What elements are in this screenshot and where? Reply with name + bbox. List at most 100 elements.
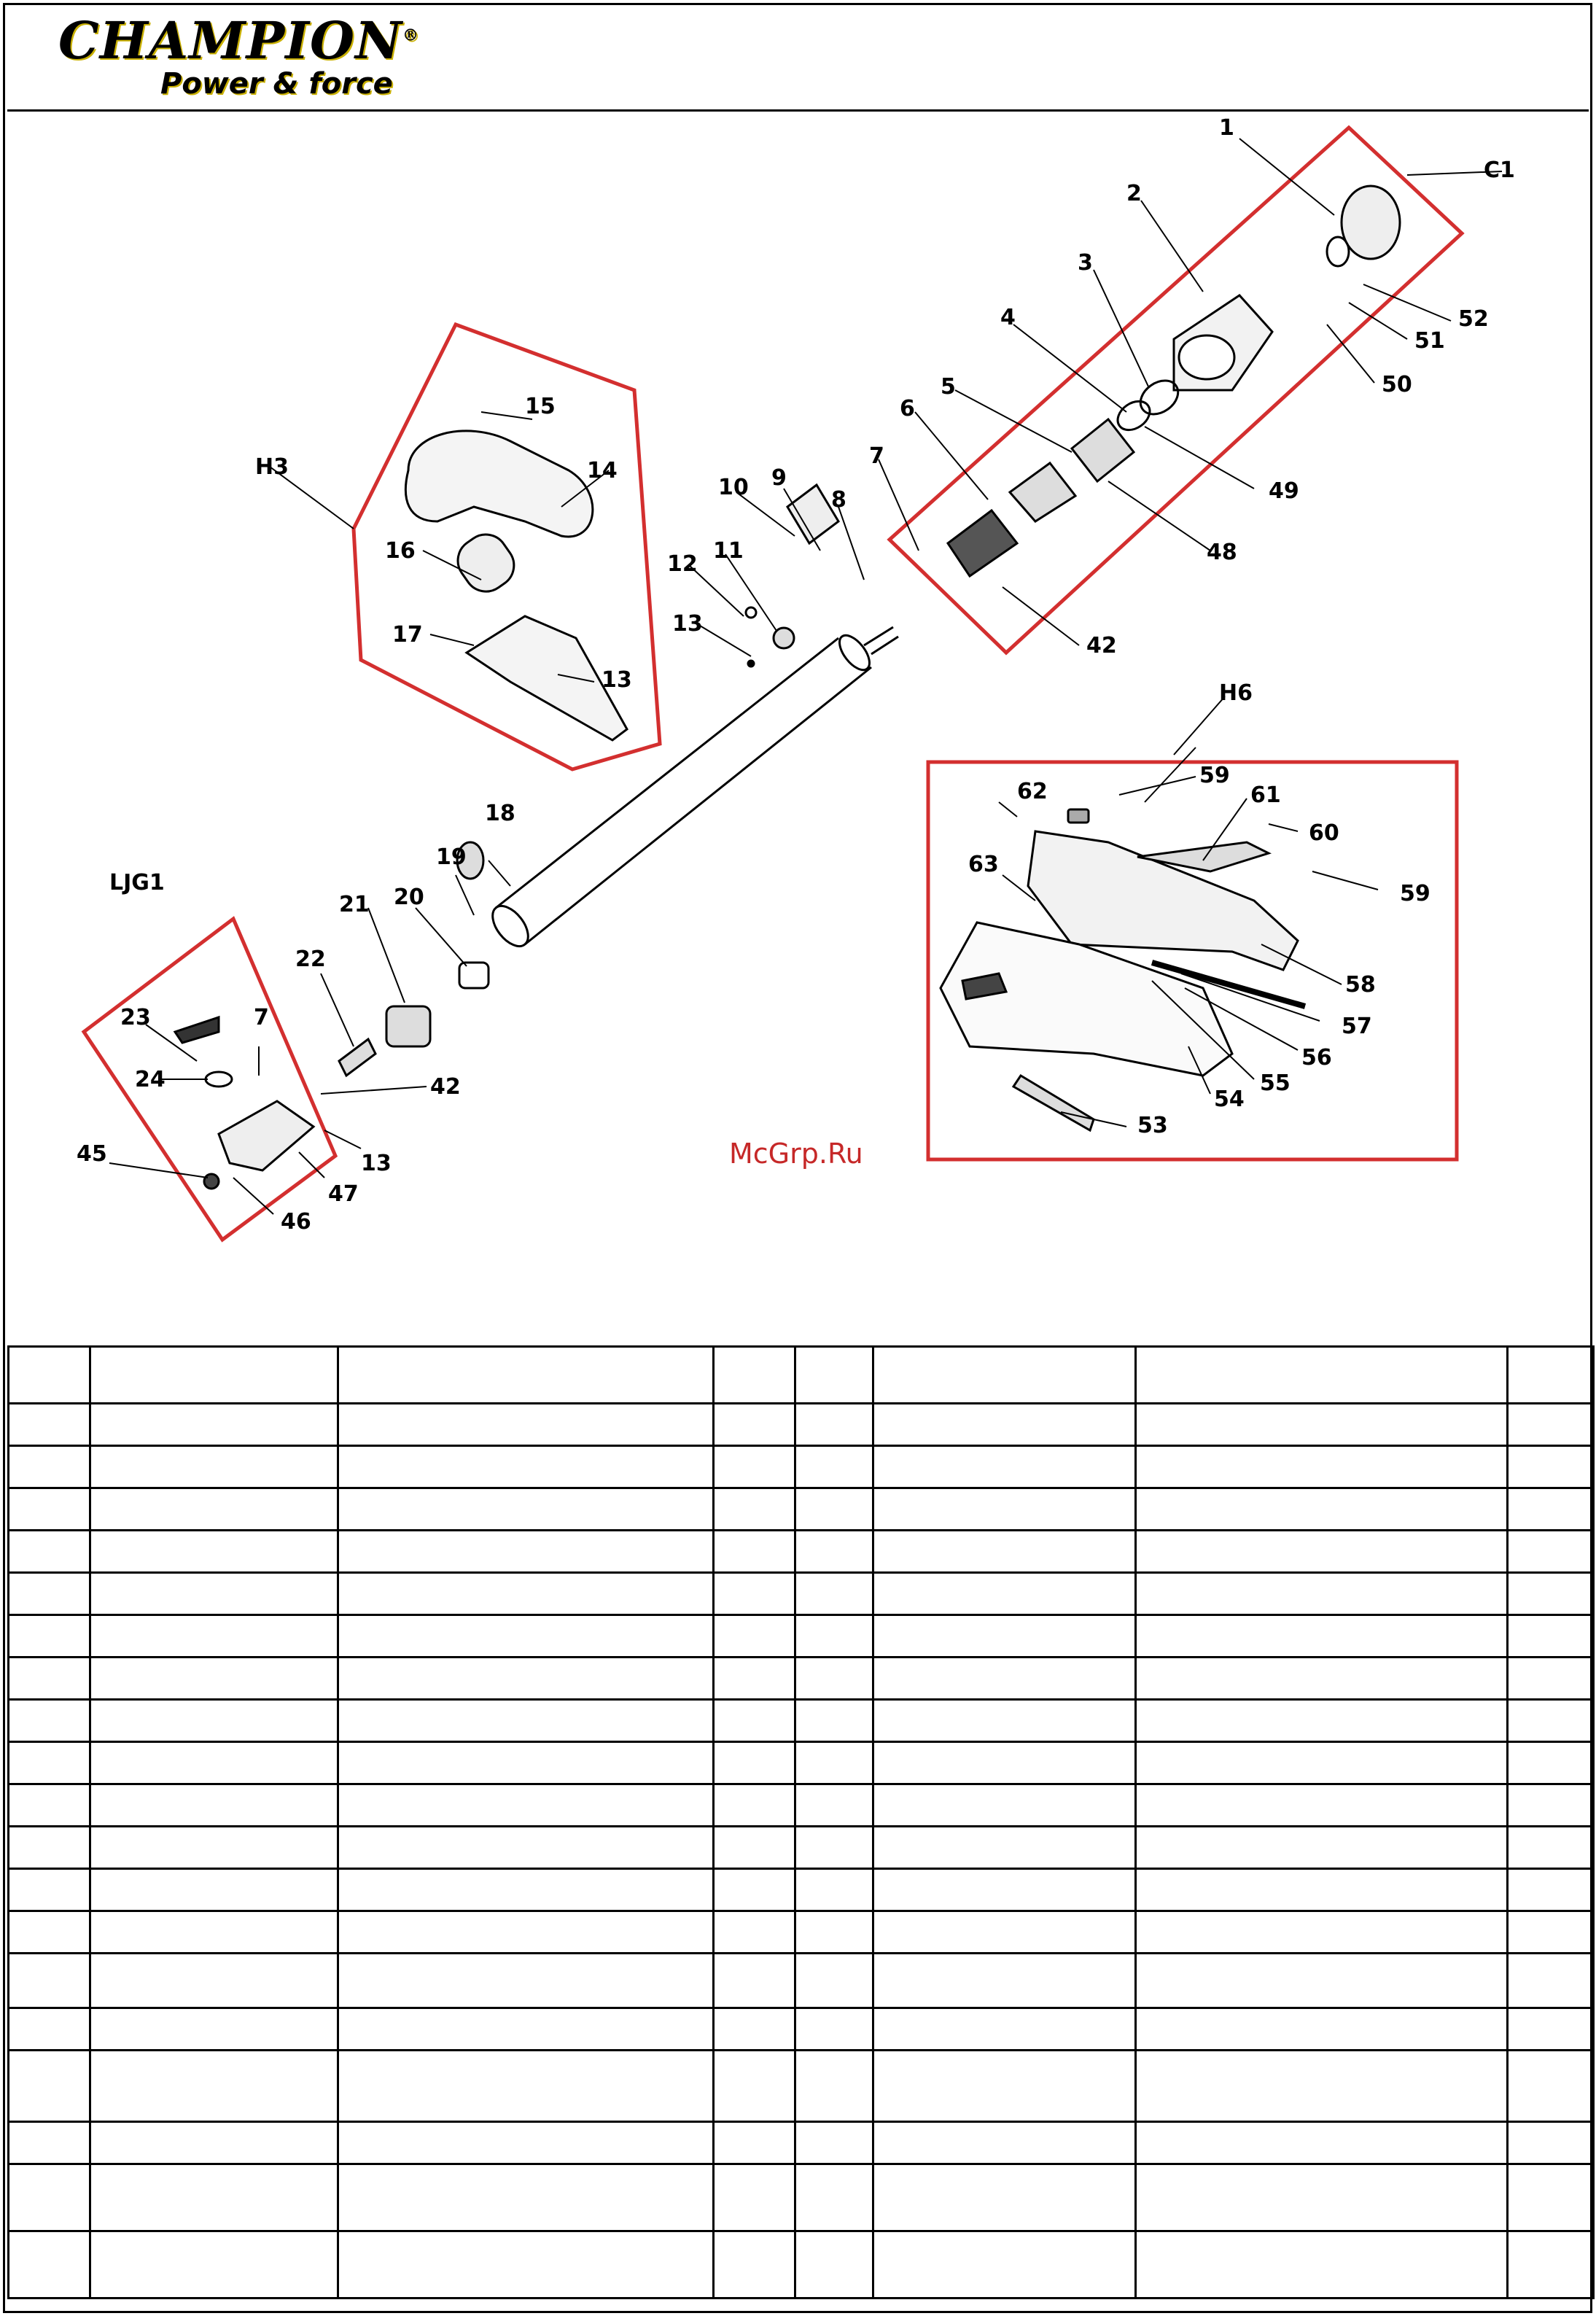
callout-42a: 42	[1086, 633, 1117, 658]
callout-ljg1: LJG1	[109, 870, 165, 895]
table-cell	[89, 1656, 339, 1701]
callout-11: 11	[713, 538, 744, 564]
table-cell	[1134, 1614, 1509, 1658]
table-cell	[1506, 1571, 1595, 1616]
table-cell	[712, 2163, 796, 2232]
table-cell	[89, 2007, 339, 2051]
callout-18: 18	[485, 801, 515, 826]
table-cell	[89, 1741, 339, 1785]
table-cell	[7, 1445, 91, 1489]
table-cell	[7, 1741, 91, 1785]
table-cell	[7, 1345, 91, 1404]
table-cell	[794, 1402, 874, 1447]
table-cell	[7, 2007, 91, 2051]
table-cell	[1506, 1741, 1595, 1785]
table-row	[7, 1783, 1595, 1827]
table-cell	[712, 1868, 796, 1912]
table-cell	[1506, 1529, 1595, 1574]
table-cell	[872, 1402, 1137, 1447]
table-cell	[7, 1529, 91, 1574]
table-row	[7, 1445, 1595, 1489]
clutch-housing	[1172, 294, 1274, 392]
table-cell	[7, 1698, 91, 1743]
table-cell	[794, 2007, 874, 2051]
callout-24: 24	[135, 1067, 166, 1092]
logo-tagline: Power & force	[160, 67, 393, 101]
callout-c1: C1	[1484, 158, 1515, 183]
table-row	[7, 2049, 1595, 2123]
table-cell	[872, 1741, 1137, 1785]
table-cell	[1134, 1487, 1509, 1531]
table-cell	[7, 1487, 91, 1531]
table-cell	[337, 1825, 715, 1870]
table-cell	[872, 1445, 1137, 1489]
table-cell	[1134, 1402, 1509, 1447]
callout-8: 8	[831, 487, 846, 513]
table-cell	[712, 1910, 796, 1954]
table-cell	[337, 1487, 715, 1531]
clutch-drum	[1326, 184, 1401, 268]
callout-58: 58	[1345, 972, 1376, 998]
table-cell	[337, 1741, 715, 1785]
callout-14: 14	[587, 458, 618, 483]
table-cell	[794, 1868, 874, 1912]
table-cell	[794, 1910, 874, 1954]
table-cell	[89, 1952, 339, 2009]
table-cell	[712, 1656, 796, 1701]
callout-54: 54	[1214, 1087, 1245, 1112]
table-cell	[337, 2007, 715, 2051]
table-cell	[712, 1529, 796, 1574]
table-cell	[1506, 1783, 1595, 1827]
table-row	[7, 2007, 1595, 2051]
table-cell	[7, 2230, 91, 2299]
table-cell	[712, 1571, 796, 1616]
table-cell	[89, 1571, 339, 1616]
champion-logo: CHAMPION® Power & force	[58, 10, 419, 101]
table-cell	[872, 1825, 1137, 1870]
table-cell	[7, 1952, 91, 2009]
callout-20: 20	[394, 885, 424, 910]
exploded-parts-diagram: 1 2 3 4 5 6 7 8 9 10 11 12 13 C1 52 51 5…	[77, 115, 1515, 1243]
callout-48: 48	[1207, 540, 1237, 565]
table-cell	[1506, 2121, 1595, 2165]
table-cell	[337, 1868, 715, 1912]
table-cell	[794, 1656, 874, 1701]
table-cell	[872, 2121, 1137, 2165]
table-cell	[1134, 1445, 1509, 1489]
table-cell	[712, 1741, 796, 1785]
table-cell	[1506, 1345, 1595, 1404]
table-row	[7, 1571, 1595, 1616]
table-cell	[1134, 1529, 1509, 1574]
callout-4: 4	[1000, 305, 1016, 330]
table-cell	[1506, 1487, 1595, 1531]
table-cell	[1134, 1741, 1509, 1785]
group-frame-h6	[926, 760, 1459, 1162]
callout-61: 61	[1250, 782, 1281, 808]
table-cell	[337, 1783, 715, 1827]
table-row	[7, 1656, 1595, 1701]
table-cell	[7, 2163, 91, 2232]
callout-55: 55	[1260, 1070, 1291, 1096]
table-cell	[872, 1487, 1137, 1531]
table-cell	[1506, 1825, 1595, 1870]
leader-lines	[109, 138, 1503, 1215]
logo-wordmark: CHAMPION®	[58, 10, 419, 71]
callout-7a: 7	[869, 443, 884, 469]
callout-59a: 59	[1199, 763, 1230, 788]
table-cell	[89, 1868, 339, 1912]
callout-5: 5	[941, 374, 956, 400]
table-cell	[712, 1402, 796, 1447]
table-cell	[337, 1529, 715, 1574]
callout-7b: 7	[254, 1005, 269, 1030]
table-cell	[872, 1783, 1137, 1827]
table-row	[7, 2121, 1595, 2165]
header-divider	[7, 109, 1589, 112]
table-cell	[89, 2049, 339, 2123]
table-cell	[7, 2049, 91, 2123]
table-cell	[794, 2230, 874, 2299]
table-cell	[872, 1345, 1137, 1404]
table-cell	[794, 1952, 874, 2009]
table-cell	[89, 1910, 339, 1954]
callout-19: 19	[436, 844, 467, 870]
table-cell	[712, 1445, 796, 1489]
